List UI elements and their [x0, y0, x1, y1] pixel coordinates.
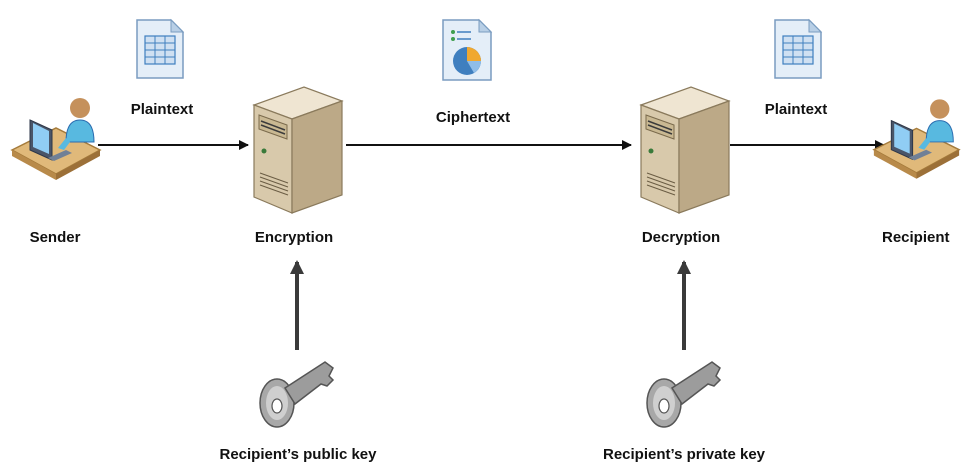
private-key-label: Recipient’s private key — [602, 446, 766, 463]
user-at-computer-icon — [872, 99, 961, 179]
server-icon — [639, 86, 731, 214]
plaintext-label-left: Plaintext — [130, 101, 194, 118]
encryption-label: Encryption — [254, 229, 334, 246]
recipient-label: Recipient — [882, 229, 950, 246]
decryption-label: Decryption — [641, 229, 721, 246]
key-icon — [259, 361, 335, 428]
ciphertext-document — [441, 18, 493, 82]
plaintext-document-left — [135, 18, 185, 80]
plaintext-label-right: Plaintext — [764, 101, 828, 118]
private-key — [642, 348, 732, 433]
sender-node — [8, 90, 104, 190]
public-key-label: Recipient’s public key — [219, 446, 377, 463]
encryption-server — [242, 83, 348, 218]
decryption-server — [629, 83, 735, 218]
key-icon — [646, 361, 722, 428]
spreadsheet-document-icon — [774, 18, 823, 79]
sender-label: Sender — [29, 229, 81, 246]
spreadsheet-document-icon — [136, 18, 185, 79]
server-icon — [252, 86, 344, 214]
recipient-node — [870, 90, 963, 190]
ciphertext-label: Ciphertext — [435, 109, 511, 126]
user-at-computer-icon — [10, 98, 102, 180]
public-key — [255, 348, 345, 433]
plaintext-document-right — [773, 18, 823, 80]
pie-chart-document-icon — [442, 18, 493, 81]
